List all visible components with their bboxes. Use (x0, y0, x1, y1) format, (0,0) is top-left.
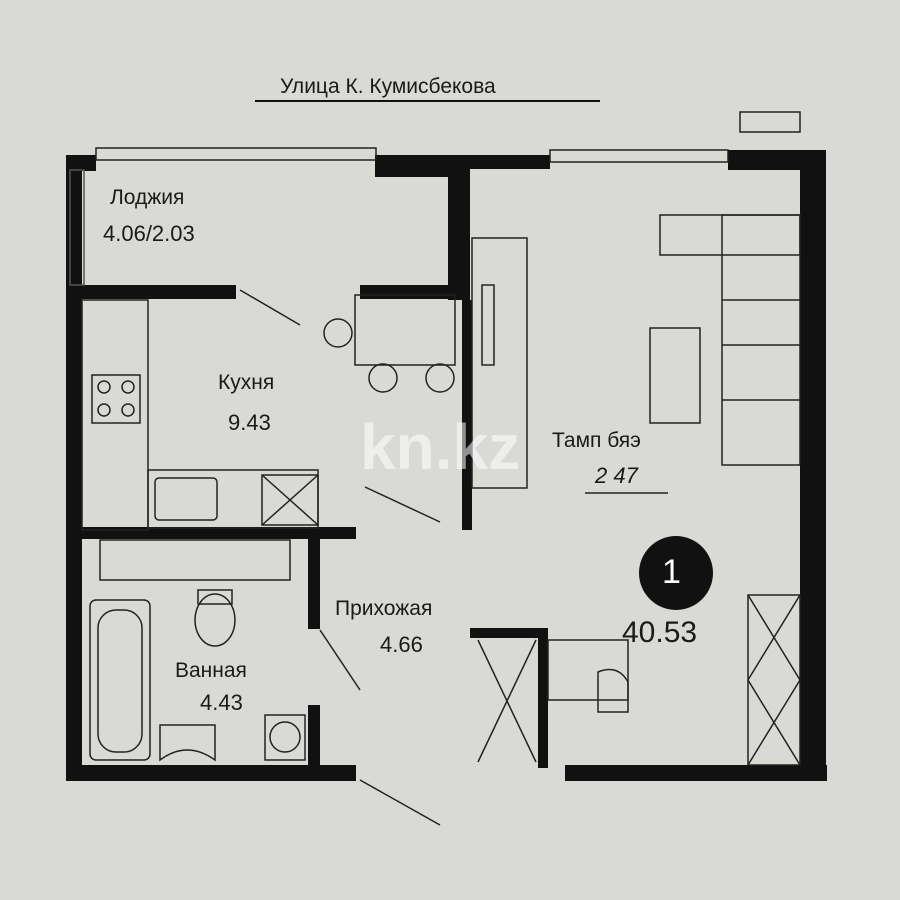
apartment-total-area: 40.53 (622, 616, 698, 649)
room-name-bathroom: Ванная (175, 659, 247, 682)
room-area-bathroom: 4.43 (200, 690, 243, 715)
apartment-rooms-count: 1 (662, 553, 681, 591)
room-area-loggia: 4.06/2.03 (103, 221, 195, 246)
outer-wall-bottom-right (565, 765, 827, 781)
outer-wall-left (66, 155, 82, 780)
street-name: Улица К. Кумисбекова (280, 75, 496, 98)
room-name-kitchen: Кухня (218, 371, 275, 394)
walls (66, 100, 827, 781)
room-area-hallway: 4.66 (380, 632, 423, 657)
room-area-kitchen: 9.43 (228, 410, 271, 435)
room-name-hallway: Прихожая (335, 597, 433, 620)
apartment-badge (639, 536, 713, 610)
room-name-loggia: Лоджия (110, 186, 185, 209)
outer-wall-right (800, 155, 826, 781)
room-name-living: Тамп бяэ (552, 429, 641, 452)
room-area-living: 2 47 (595, 463, 638, 488)
street-line (255, 100, 600, 102)
fixtures (69, 111, 801, 826)
watermark: kn.kz (360, 411, 521, 483)
outer-wall-bottom-left (66, 765, 356, 781)
